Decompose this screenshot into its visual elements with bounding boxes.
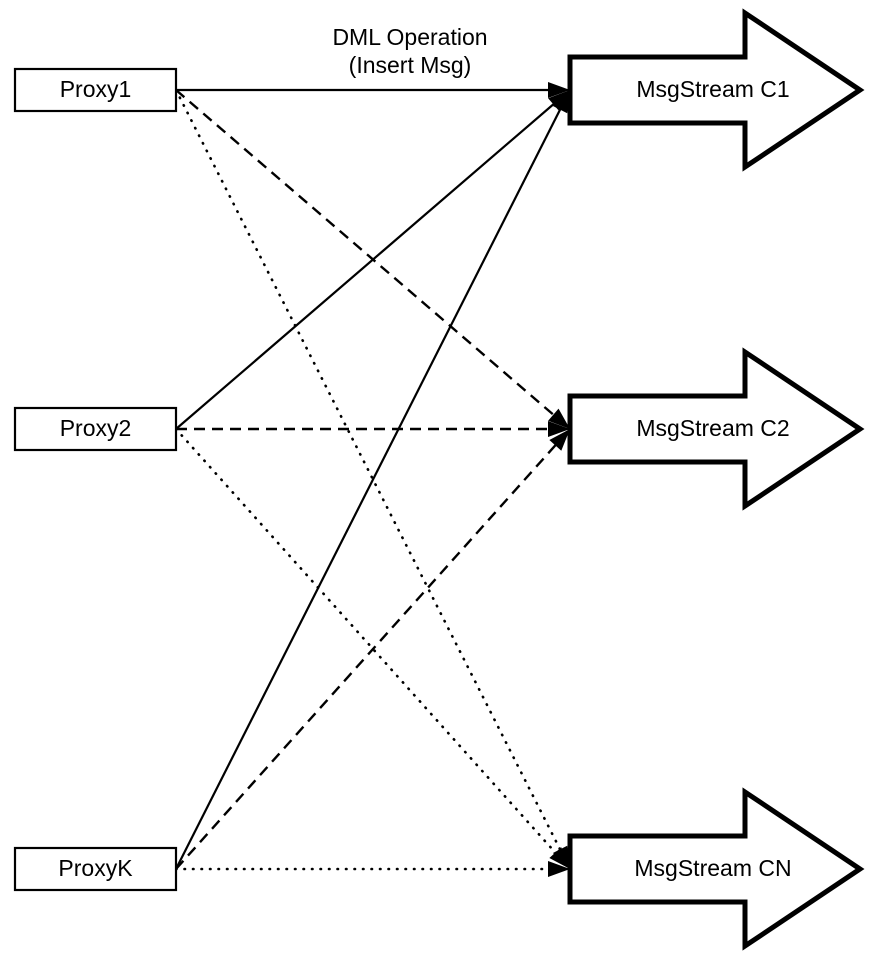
proxy-box-proxy1[interactable] xyxy=(13,67,178,113)
dml-operation-caption-line2: (Insert Msg) xyxy=(349,52,472,78)
arrowhead-proxy1-to-c1 xyxy=(548,82,570,98)
msgstream-node-c1[interactable]: MsgStream C1 xyxy=(567,8,865,172)
arrowhead-proxy2-to-cn xyxy=(549,847,570,869)
arrowhead-proxyK-to-cn xyxy=(548,861,570,877)
proxy-node-proxy2[interactable]: Proxy2 xyxy=(13,406,178,452)
arrowheads-layer xyxy=(548,82,570,877)
msgstream-node-cn[interactable]: MsgStream CN xyxy=(567,787,865,951)
link-proxyK-to-c2 xyxy=(175,437,563,870)
proxy-label-proxy1: Proxy1 xyxy=(60,76,132,102)
msgstream-arrow-shape-c2[interactable] xyxy=(567,347,865,511)
msgstream-node-c2[interactable]: MsgStream C2 xyxy=(567,347,865,511)
edge-caption-group: DML Operation (Insert Msg) xyxy=(332,24,487,78)
arrowhead-proxyK-to-c2 xyxy=(549,429,570,451)
proxy-node-proxyK[interactable]: ProxyK xyxy=(13,846,178,892)
link-proxy2-to-c1 xyxy=(175,97,562,430)
link-proxy1-to-cn xyxy=(174,88,566,860)
arrowhead-proxyK-to-c1 xyxy=(552,90,570,114)
arrowhead-proxy1-to-c2 xyxy=(548,408,570,429)
proxy-label-proxy2: Proxy2 xyxy=(60,415,132,441)
msgstream-label-c2: MsgStream C2 xyxy=(636,415,789,441)
arrowhead-proxy2-to-c1 xyxy=(548,90,570,111)
dml-operation-caption-line1: DML Operation xyxy=(332,24,487,50)
msgstream-label-cn: MsgStream CN xyxy=(634,855,791,881)
link-proxyK-to-c1 xyxy=(175,100,566,870)
link-proxy2-to-cn xyxy=(174,427,564,862)
proxy-node-proxy1[interactable]: Proxy1 xyxy=(13,67,178,113)
msgstream-label-c1: MsgStream C1 xyxy=(636,76,789,102)
connection-links-layer xyxy=(174,88,566,871)
msgstream-arrow-shape-cn[interactable] xyxy=(567,787,865,951)
proxy-box-proxyK[interactable] xyxy=(13,846,178,892)
proxy-box-proxy2[interactable] xyxy=(13,406,178,452)
arrowhead-proxy2-to-c2 xyxy=(548,421,570,437)
link-proxy1-to-c2 xyxy=(175,89,562,423)
msgstream-arrow-shape-c1[interactable] xyxy=(567,8,865,172)
msgstream-nodes-layer: MsgStream C1 MsgStream C2 MsgStream CN xyxy=(567,8,865,951)
proxy-label-proxyK: ProxyK xyxy=(58,855,133,881)
